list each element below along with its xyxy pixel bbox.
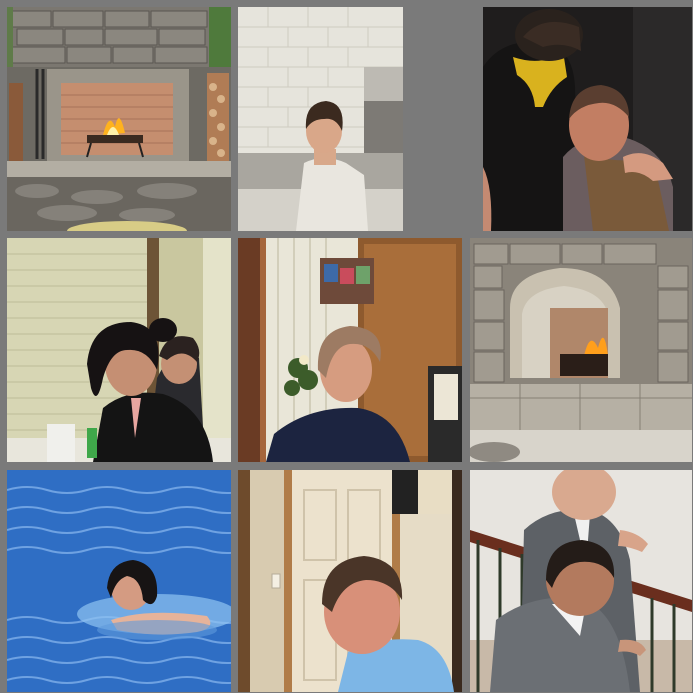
photo-stone-fireplace [7, 7, 231, 231]
photo-swimmer-pool [7, 470, 231, 692]
photo-woman-cabinet [238, 238, 462, 462]
photo-men-suits-railing [470, 470, 692, 692]
photo-man-doorway [238, 470, 462, 692]
photo-fireplace-closeup [470, 238, 692, 462]
photo-two-men-jackets [483, 7, 692, 231]
photo-woman-kitchen [7, 238, 231, 462]
photo-man-kitchen [238, 7, 403, 231]
